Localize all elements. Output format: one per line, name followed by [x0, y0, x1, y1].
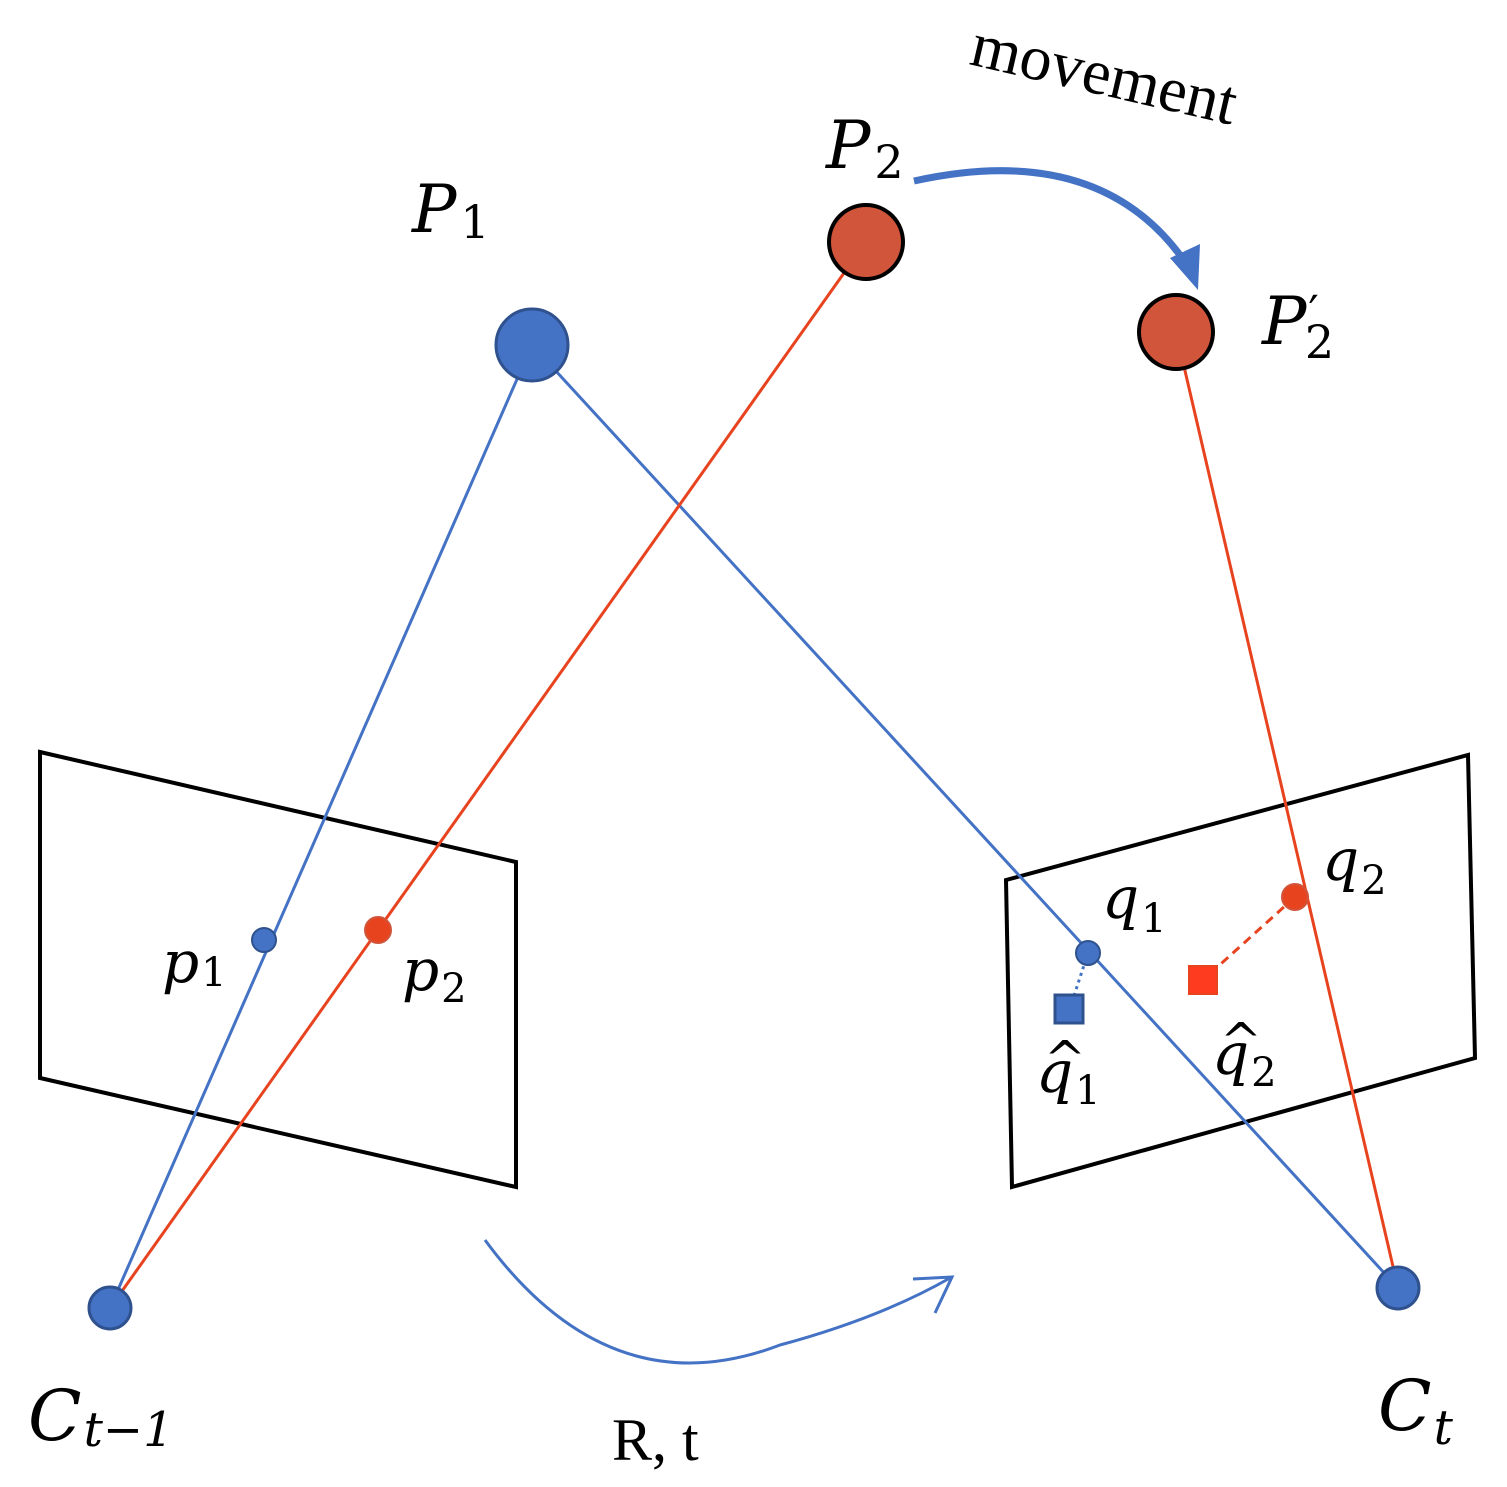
point-q1-hat: [1053, 993, 1085, 1025]
label-P1: P1: [411, 171, 490, 249]
label-movement: movement: [965, 8, 1244, 138]
image-plane-right: [1003, 752, 1478, 1190]
label-P2prime: P′2: [1261, 283, 1334, 369]
label-camera-left: Ct−1: [28, 1375, 174, 1458]
label-P2: P2: [825, 107, 904, 189]
point-q2-hat: [1188, 965, 1218, 995]
curved-arrow-icon: [483, 1239, 955, 1365]
label-rotation-translation: R, t: [612, 1407, 699, 1473]
point-q1: [1075, 940, 1101, 966]
ray-P2-left-camera: [108, 241, 868, 1309]
label-q1: q1: [1102, 864, 1167, 942]
residual-q2: [1201, 895, 1297, 982]
label-q2-hat: ^ q2: [1212, 1012, 1277, 1096]
svg-text:q1: q1: [1036, 1038, 1101, 1114]
point-P2: [827, 203, 905, 281]
svg-text:^: ^: [1220, 1012, 1262, 1070]
image-plane-left: [38, 749, 518, 1190]
label-q2: q2: [1322, 826, 1387, 904]
camera-left: [87, 1285, 133, 1331]
point-p1: [251, 927, 277, 953]
ray-P2prime-right-camera: [1174, 331, 1400, 1289]
curved-arrow-icon: [913, 167, 1200, 290]
label-q1-hat: ^ q1: [1036, 1030, 1101, 1114]
camera-right: [1375, 1265, 1421, 1311]
svg-text:q2: q2: [1212, 1020, 1277, 1096]
point-P2prime: [1137, 293, 1215, 371]
label-camera-right: Ct: [1378, 1365, 1454, 1456]
point-q2: [1281, 883, 1309, 911]
ray-P1-left-camera: [108, 344, 534, 1309]
label-p1: p1: [162, 928, 227, 996]
label-p2: p2: [402, 936, 467, 1012]
ray-P1-right-camera: [530, 343, 1400, 1290]
svg-text:^: ^: [1044, 1030, 1086, 1088]
point-P1: [494, 307, 570, 383]
point-p2: [364, 916, 392, 944]
